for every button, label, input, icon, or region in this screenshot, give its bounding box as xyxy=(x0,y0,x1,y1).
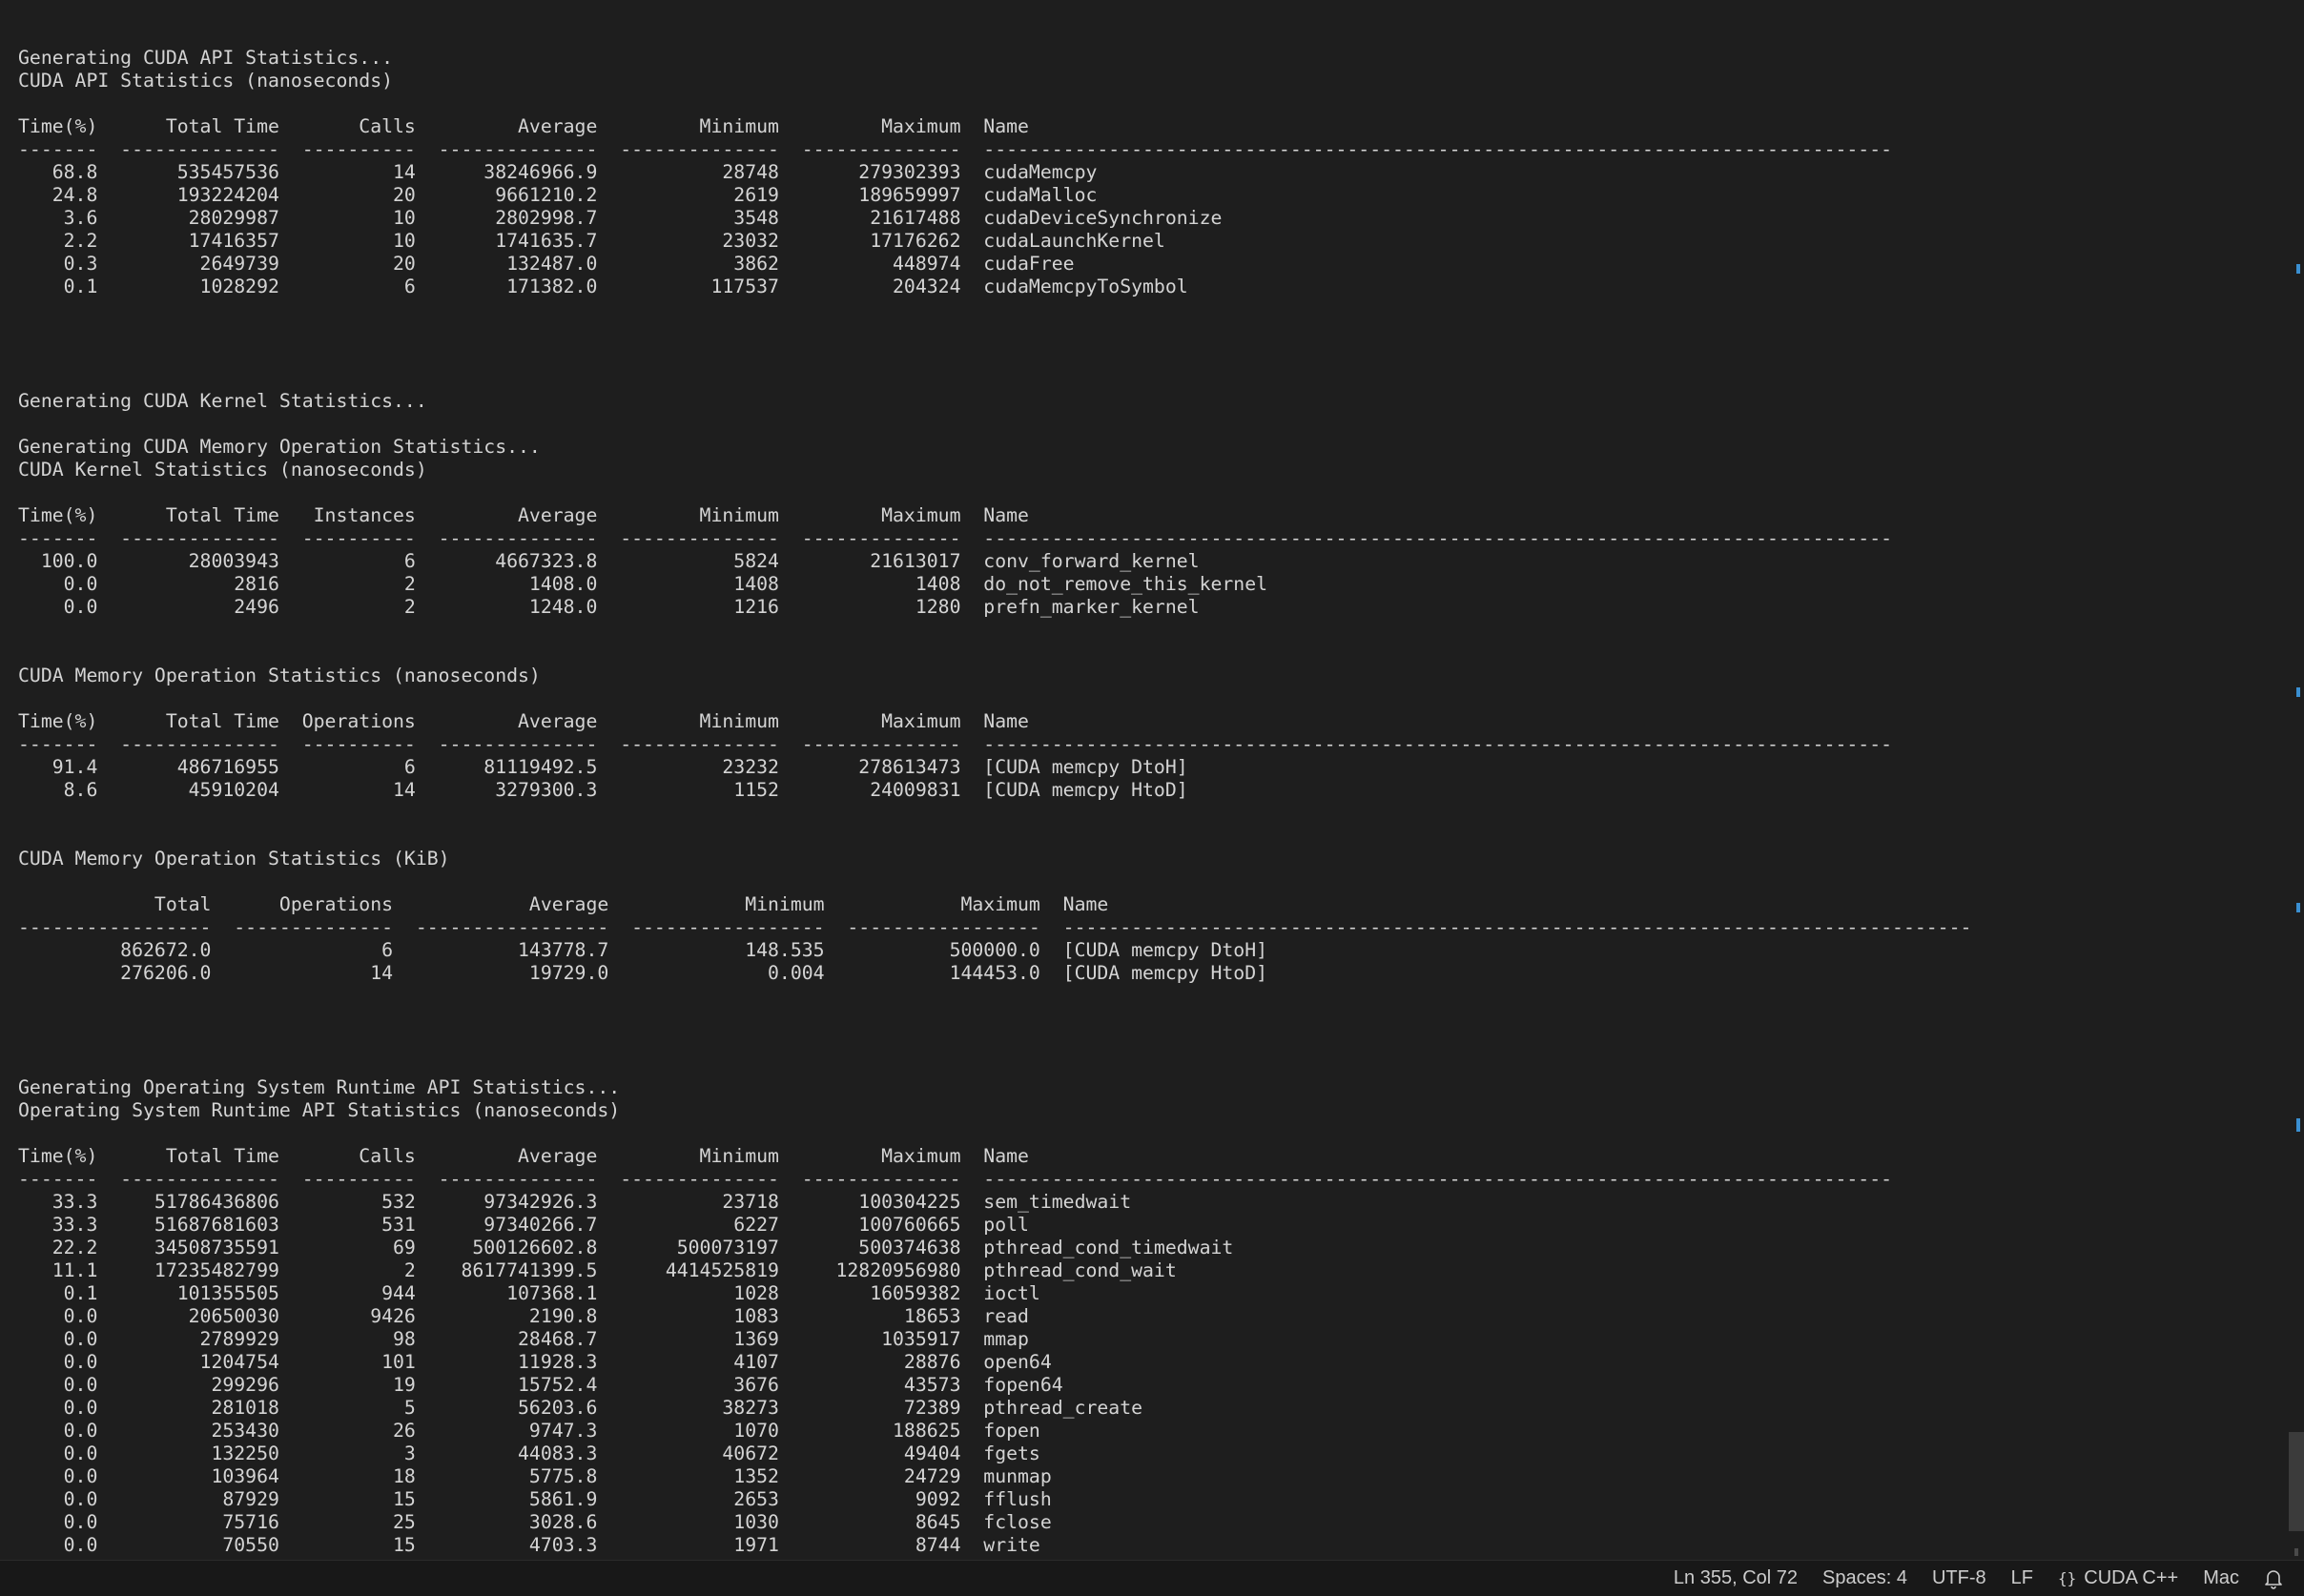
editor-line[interactable]: 0.0 75716 25 3028.6 1030 8645 fclose xyxy=(18,1511,1052,1533)
language-mode[interactable]: CUDA C++ xyxy=(2084,1567,2179,1588)
end-of-line-setting[interactable]: LF xyxy=(2010,1567,2033,1588)
scrollbar-thumb[interactable] xyxy=(2289,1432,2304,1531)
status-bar-right: Ln 355, Col 72 Spaces: 4 UTF-8 LF {} CUD… xyxy=(1649,1561,2283,1596)
editor-line[interactable]: 24.8 193224204 20 9661210.2 2619 1896599… xyxy=(18,184,1098,206)
editor-line[interactable]: 0.0 2816 2 1408.0 1408 1408 do_not_remov… xyxy=(18,573,1268,595)
editor-line[interactable]: 33.3 51687681603 531 97340266.7 6227 100… xyxy=(18,1214,1029,1236)
editor-line[interactable]: Generating Operating System Runtime API … xyxy=(18,1076,621,1098)
scroll-marker xyxy=(2296,264,2300,274)
editor-line[interactable]: 0.3 2649739 20 132487.0 3862 448974 cuda… xyxy=(18,253,1075,275)
editor-line[interactable] xyxy=(18,687,1971,710)
editor-line[interactable] xyxy=(18,481,1971,504)
indentation-setting[interactable]: Spaces: 4 xyxy=(1822,1567,1907,1588)
editor-line[interactable] xyxy=(18,321,1971,344)
editor-line[interactable]: 11.1 17235482799 2 8617741399.5 44145258… xyxy=(18,1259,1177,1281)
editor-line[interactable] xyxy=(18,985,1971,1008)
editor-line[interactable] xyxy=(18,92,1971,115)
editor-line[interactable]: Time(%) Total Time Calls Average Minimum… xyxy=(18,1145,1029,1167)
editor-line[interactable]: 91.4 486716955 6 81119492.5 23232 278613… xyxy=(18,756,1188,778)
editor-line[interactable]: Time(%) Total Time Operations Average Mi… xyxy=(18,710,1029,732)
editor-line[interactable]: 0.0 253430 26 9747.3 1070 188625 fopen xyxy=(18,1420,1040,1442)
editor-text[interactable]: Generating CUDA API Statistics...CUDA AP… xyxy=(18,47,1971,1557)
braces-icon[interactable]: {} xyxy=(2058,1569,2077,1587)
editor-line[interactable] xyxy=(18,344,1971,367)
editor-line[interactable]: 33.3 51786436806 532 97342926.3 23718 10… xyxy=(18,1191,1132,1213)
editor-line[interactable]: ------- -------------- ---------- ------… xyxy=(18,527,1893,549)
editor-line[interactable] xyxy=(18,367,1971,390)
editor-line[interactable]: 0.0 2496 2 1248.0 1216 1280 prefn_marker… xyxy=(18,596,1200,618)
editor-line[interactable]: CUDA Memory Operation Statistics (KiB) xyxy=(18,848,450,870)
editor-line[interactable]: 8.6 45910204 14 3279300.3 1152 24009831 … xyxy=(18,779,1188,801)
editor-line[interactable]: Total Operations Average Minimum Maximum… xyxy=(18,893,1109,915)
editor-line[interactable] xyxy=(18,870,1971,893)
editor-line[interactable]: 862672.0 6 143778.7 148.535 500000.0 [CU… xyxy=(18,939,1268,961)
editor-line[interactable]: Generating CUDA API Statistics... xyxy=(18,47,394,69)
editor-line[interactable]: 2.2 17416357 10 1741635.7 23032 17176262… xyxy=(18,230,1165,252)
editor-line[interactable]: 3.6 28029987 10 2802998.7 3548 21617488 … xyxy=(18,207,1223,229)
editor-line[interactable] xyxy=(18,802,1971,825)
editor-line[interactable]: 0.0 299296 19 15752.4 3676 43573 fopen64 xyxy=(18,1374,1063,1396)
editor-line[interactable] xyxy=(18,1054,1971,1076)
scroll-marker xyxy=(2296,1118,2300,1132)
editor-line[interactable]: 22.2 34508735591 69 500126602.8 50007319… xyxy=(18,1237,1234,1258)
editor-line[interactable]: 68.8 535457536 14 38246966.9 28748 27930… xyxy=(18,161,1098,183)
editor-line[interactable]: ----------------- -------------- -------… xyxy=(18,916,1972,938)
encoding-setting[interactable]: UTF-8 xyxy=(1931,1567,1986,1588)
editor-line[interactable]: 276206.0 14 19729.0 0.004 144453.0 [CUDA… xyxy=(18,962,1268,984)
bell-icon[interactable] xyxy=(2264,1568,2283,1589)
editor-line[interactable] xyxy=(18,1031,1971,1054)
editor-line[interactable]: 0.0 70550 15 4703.3 1971 8744 write xyxy=(18,1534,1040,1556)
editor-line[interactable] xyxy=(18,413,1971,436)
editor-line[interactable] xyxy=(18,1122,1971,1145)
editor-line[interactable]: 0.0 103964 18 5775.8 1352 24729 munmap xyxy=(18,1465,1052,1487)
editor-line[interactable]: 0.1 1028292 6 171382.0 117537 204324 cud… xyxy=(18,276,1188,297)
scroll-marker xyxy=(2296,687,2300,697)
editor-line[interactable]: ------- -------------- ---------- ------… xyxy=(18,733,1893,755)
editor-line[interactable]: Generating CUDA Memory Operation Statist… xyxy=(18,436,541,458)
editor-line[interactable]: 100.0 28003943 6 4667323.8 5824 21613017… xyxy=(18,550,1200,572)
editor-line[interactable]: Time(%) Total Time Calls Average Minimum… xyxy=(18,115,1029,137)
editor-line[interactable]: CUDA Kernel Statistics (nanoseconds) xyxy=(18,459,427,481)
editor-line[interactable]: 0.0 2789929 98 28468.7 1369 1035917 mmap xyxy=(18,1328,1029,1350)
scroll-marker xyxy=(2296,903,2300,912)
editor-line[interactable]: CUDA API Statistics (nanoseconds) xyxy=(18,70,394,92)
vertical-scrollbar[interactable] xyxy=(2289,0,2304,1560)
editor-line[interactable] xyxy=(18,642,1971,665)
editor-line[interactable]: 0.0 1204754 101 11928.3 4107 28876 open6… xyxy=(18,1351,1052,1373)
editor-line[interactable]: Time(%) Total Time Instances Average Min… xyxy=(18,504,1029,526)
editor-line[interactable]: Operating System Runtime API Statistics … xyxy=(18,1099,621,1121)
editor-line[interactable]: 0.0 132250 3 44083.3 40672 49404 fgets xyxy=(18,1443,1040,1464)
editor-line[interactable]: 0.0 20650030 9426 2190.8 1083 18653 read xyxy=(18,1305,1029,1327)
editor-line[interactable]: 0.1 101355505 944 107368.1 1028 16059382… xyxy=(18,1282,1040,1304)
editor-line[interactable]: CUDA Memory Operation Statistics (nanose… xyxy=(18,665,541,686)
editor-line[interactable] xyxy=(18,1008,1971,1031)
editor-line[interactable]: ------- -------------- ---------- ------… xyxy=(18,138,1893,160)
editor-line[interactable] xyxy=(18,825,1971,848)
editor-line[interactable] xyxy=(18,298,1971,321)
platform-indicator[interactable]: Mac xyxy=(2203,1567,2239,1588)
editor-area[interactable]: Generating CUDA API Statistics...CUDA AP… xyxy=(0,0,2289,1560)
editor-line[interactable]: Generating CUDA Kernel Statistics... xyxy=(18,390,427,412)
editor-line[interactable]: 0.0 281018 5 56203.6 38273 72389 pthread… xyxy=(18,1397,1143,1419)
editor-line[interactable] xyxy=(18,619,1971,642)
editor-line[interactable]: ------- -------------- ---------- ------… xyxy=(18,1168,1893,1190)
cursor-position[interactable]: Ln 355, Col 72 xyxy=(1673,1567,1799,1588)
status-bar: Ln 355, Col 72 Spaces: 4 UTF-8 LF {} CUD… xyxy=(0,1560,2304,1596)
editor-line[interactable]: 0.0 87929 15 5861.9 2653 9092 fflush xyxy=(18,1488,1052,1510)
scrollbar-grip xyxy=(2294,1548,2298,1556)
